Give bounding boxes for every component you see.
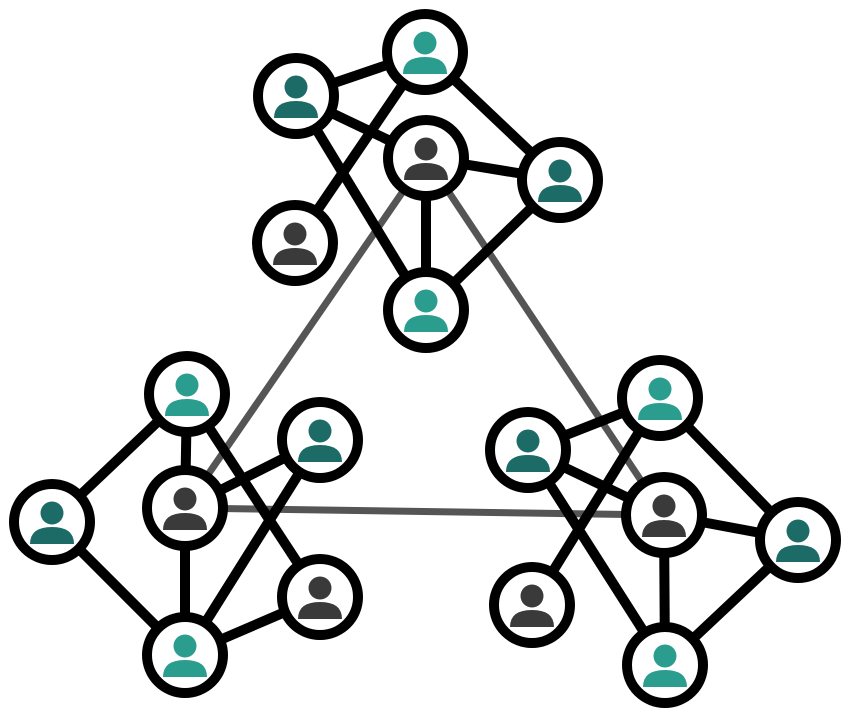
- person-icon: [165, 373, 209, 416]
- node-left-l4-hub: [142, 465, 228, 551]
- person-head: [40, 501, 64, 525]
- node-top-t5: [252, 200, 338, 286]
- person-body: [273, 248, 317, 265]
- person-body: [506, 455, 550, 472]
- person-icon: [642, 494, 686, 537]
- node-top-t4: [517, 137, 603, 223]
- node-right-r5: [489, 562, 575, 648]
- person-head: [283, 222, 307, 246]
- person-body: [30, 527, 74, 544]
- person-body: [642, 520, 686, 537]
- person-body: [638, 403, 682, 420]
- person-head: [413, 31, 437, 55]
- person-head: [175, 373, 199, 397]
- person-body: [298, 445, 342, 462]
- person-icon: [298, 419, 342, 462]
- node-top-t6: [383, 267, 469, 353]
- person-head: [786, 519, 810, 543]
- person-body: [163, 660, 207, 677]
- person-body: [403, 57, 447, 74]
- person-body: [165, 399, 209, 416]
- person-body: [163, 513, 207, 530]
- person-head: [414, 289, 438, 313]
- person-icon: [404, 289, 448, 332]
- person-icon: [638, 377, 682, 420]
- person-body: [298, 602, 342, 619]
- node-right-r6: [622, 622, 708, 708]
- person-icon: [404, 137, 448, 180]
- node-top-t1: [382, 9, 468, 95]
- person-icon: [163, 634, 207, 677]
- node-right-r3-hub: [621, 472, 707, 558]
- node-top-t2: [253, 53, 339, 139]
- node-left-l2: [277, 397, 363, 483]
- person-head: [308, 576, 332, 600]
- person-icon: [273, 222, 317, 265]
- person-head: [173, 634, 197, 658]
- person-icon: [298, 576, 342, 619]
- node-top-t3-hub: [383, 115, 469, 201]
- node-right-r1: [617, 355, 703, 441]
- person-icon: [538, 159, 582, 202]
- node-left-l5: [277, 554, 363, 640]
- person-head: [520, 584, 544, 608]
- person-body: [404, 315, 448, 332]
- person-icon: [643, 644, 687, 687]
- person-head: [284, 75, 308, 99]
- person-body: [404, 163, 448, 180]
- person-head: [516, 429, 540, 453]
- node-left-l1: [144, 351, 230, 437]
- person-head: [173, 487, 197, 511]
- person-icon: [30, 501, 74, 544]
- person-head: [414, 137, 438, 161]
- node-right-r2: [485, 407, 571, 493]
- person-icon: [403, 31, 447, 74]
- person-body: [274, 101, 318, 118]
- person-head: [653, 644, 677, 668]
- person-icon: [506, 429, 550, 472]
- node-left-l3: [9, 479, 95, 565]
- person-icon: [510, 584, 554, 627]
- person-body: [776, 545, 820, 562]
- person-body: [538, 185, 582, 202]
- person-icon: [776, 519, 820, 562]
- person-icon: [274, 75, 318, 118]
- node-left-l6: [142, 612, 228, 698]
- person-body: [643, 670, 687, 687]
- node-right-r4: [755, 497, 841, 583]
- person-head: [648, 377, 672, 401]
- person-body: [510, 610, 554, 627]
- person-icon: [163, 487, 207, 530]
- person-head: [652, 494, 676, 518]
- person-head: [308, 419, 332, 443]
- person-nodes: [9, 9, 841, 708]
- person-head: [548, 159, 572, 183]
